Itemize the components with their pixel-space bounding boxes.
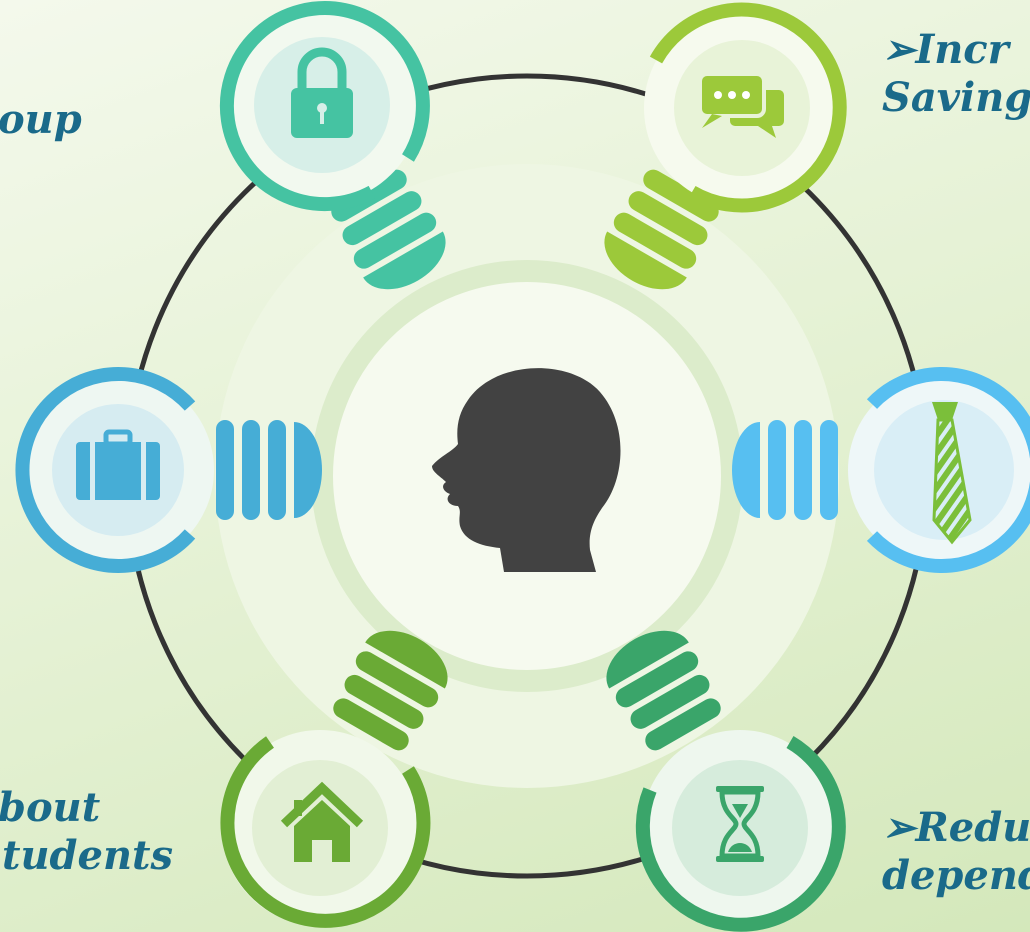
connector-briefcase — [216, 420, 322, 520]
node-chat — [644, 2, 847, 213]
hourglass-icon — [716, 786, 764, 862]
label-top-right: ➢Incr Saving — [882, 26, 1030, 122]
chat-bubbles-icon — [698, 72, 788, 138]
briefcase-icon — [76, 429, 160, 500]
connector-chat — [604, 169, 719, 290]
human-head-profile-icon — [432, 368, 621, 572]
necktie-icon — [932, 402, 972, 545]
node-hourglass — [635, 730, 846, 932]
node-tie — [848, 367, 1030, 573]
label-bottom-left-line1: bout — [0, 784, 101, 831]
label-top-left-line1: oup — [0, 96, 82, 143]
label-bottom-left-line2: tudents — [2, 832, 174, 879]
label-top-right-line1: ➢Incr — [882, 26, 1009, 73]
connector-tie — [732, 420, 838, 520]
lock-icon — [291, 47, 353, 138]
label-bottom-right: ➢Redu depend — [882, 804, 1030, 900]
connector-lock — [331, 169, 446, 290]
label-top-left: oup — [0, 96, 82, 144]
node-lock — [219, 1, 430, 212]
home-icon — [280, 781, 364, 862]
node-briefcase — [15, 367, 214, 573]
label-top-right-line2: Saving — [882, 74, 1030, 121]
label-bottom-right-line2: depend — [882, 852, 1030, 899]
connector-home — [333, 630, 448, 751]
label-bottom-left: bout tudents — [0, 784, 173, 880]
node-home — [220, 730, 431, 928]
connector-hourglass — [606, 630, 721, 751]
label-bottom-right-line1: ➢Redu — [882, 804, 1030, 851]
